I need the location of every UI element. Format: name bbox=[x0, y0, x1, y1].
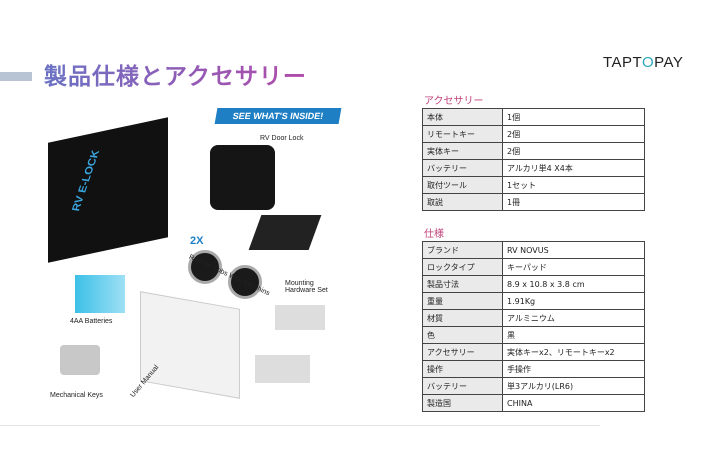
label-2x: 2X bbox=[190, 235, 204, 247]
fob-2 bbox=[228, 265, 262, 299]
row-value: 8.9 x 10.8 x 3.8 cm bbox=[502, 275, 645, 293]
table-row: バッテリー単3アルカリ(LR6) bbox=[422, 377, 645, 395]
row-key: 操作 bbox=[422, 360, 503, 378]
fob-1 bbox=[188, 250, 222, 284]
lock-back-image bbox=[248, 215, 322, 250]
row-key: 製品寸法 bbox=[422, 275, 503, 293]
taptopay-logo: TAPTOPAY bbox=[603, 54, 684, 71]
row-key: 本体 bbox=[422, 108, 503, 126]
footer-divider bbox=[0, 425, 600, 426]
row-key: 色 bbox=[422, 326, 503, 344]
product-box: RV E-LOCK bbox=[48, 117, 168, 263]
product-photo: SEE WHAT'S INSIDE! RV E-LOCK RV Door Loc… bbox=[40, 100, 342, 405]
door-lock-image bbox=[210, 145, 275, 210]
label-batteries: 4AA Batteries bbox=[70, 318, 113, 325]
row-value: キーパッド bbox=[502, 258, 645, 276]
hardware-image bbox=[275, 305, 325, 330]
row-key: 取説 bbox=[422, 193, 503, 211]
row-key: 取付ツール bbox=[422, 176, 503, 194]
hardware-plate bbox=[255, 355, 310, 383]
row-key: ロックタイプ bbox=[422, 258, 503, 276]
row-value: 1.91Kg bbox=[502, 292, 645, 310]
row-value: 黒 bbox=[502, 326, 645, 344]
row-value: アルミニウム bbox=[502, 309, 645, 327]
batteries-image bbox=[75, 275, 125, 313]
row-key: リモートキー bbox=[422, 125, 503, 143]
row-value: RV NOVUS bbox=[502, 241, 645, 259]
table-row: 色黒 bbox=[422, 326, 645, 344]
row-value: CHINA bbox=[502, 394, 645, 412]
box-brand: RV E-LOCK bbox=[70, 149, 103, 213]
row-key: 重量 bbox=[422, 292, 503, 310]
row-value: 2個 bbox=[502, 125, 645, 143]
label-door-lock: RV Door Lock bbox=[260, 135, 304, 142]
table-row: 材質アルミニウム bbox=[422, 309, 645, 327]
row-value: 1セット bbox=[502, 176, 645, 194]
accent-bar bbox=[0, 72, 32, 81]
table-row: 操作手操作 bbox=[422, 360, 645, 378]
page-title: 製品仕様とアクセサリー bbox=[44, 57, 307, 91]
row-value: 単3アルカリ(LR6) bbox=[502, 377, 645, 395]
keys-image bbox=[60, 345, 100, 375]
row-key: バッテリー bbox=[422, 159, 503, 177]
table-row: アクセサリー実体キーx2、リモートキーx2 bbox=[422, 343, 645, 361]
accessories-heading: アクセサリー bbox=[424, 96, 484, 107]
label-hardware: Mounting Hardware Set bbox=[285, 280, 328, 294]
row-key: 製造国 bbox=[422, 394, 503, 412]
table-row: ロックタイプキーパッド bbox=[422, 258, 645, 276]
row-key: ブランド bbox=[422, 241, 503, 259]
manual-image bbox=[140, 291, 240, 399]
row-key: アクセサリー bbox=[422, 343, 503, 361]
table-row: バッテリーアルカリ単4 X4本 bbox=[422, 159, 645, 177]
row-value: 1個 bbox=[502, 108, 645, 126]
label-keys: Mechanical Keys bbox=[50, 392, 103, 399]
row-key: バッテリー bbox=[422, 377, 503, 395]
specs-heading: 仕様 bbox=[424, 229, 444, 240]
row-value: 手操作 bbox=[502, 360, 645, 378]
row-value: 1冊 bbox=[502, 193, 645, 211]
row-value: 2個 bbox=[502, 142, 645, 160]
row-value: アルカリ単4 X4本 bbox=[502, 159, 645, 177]
row-value: 実体キーx2、リモートキーx2 bbox=[502, 343, 645, 361]
row-key: 材質 bbox=[422, 309, 503, 327]
row-key: 実体キー bbox=[422, 142, 503, 160]
banner: SEE WHAT'S INSIDE! bbox=[214, 108, 342, 124]
